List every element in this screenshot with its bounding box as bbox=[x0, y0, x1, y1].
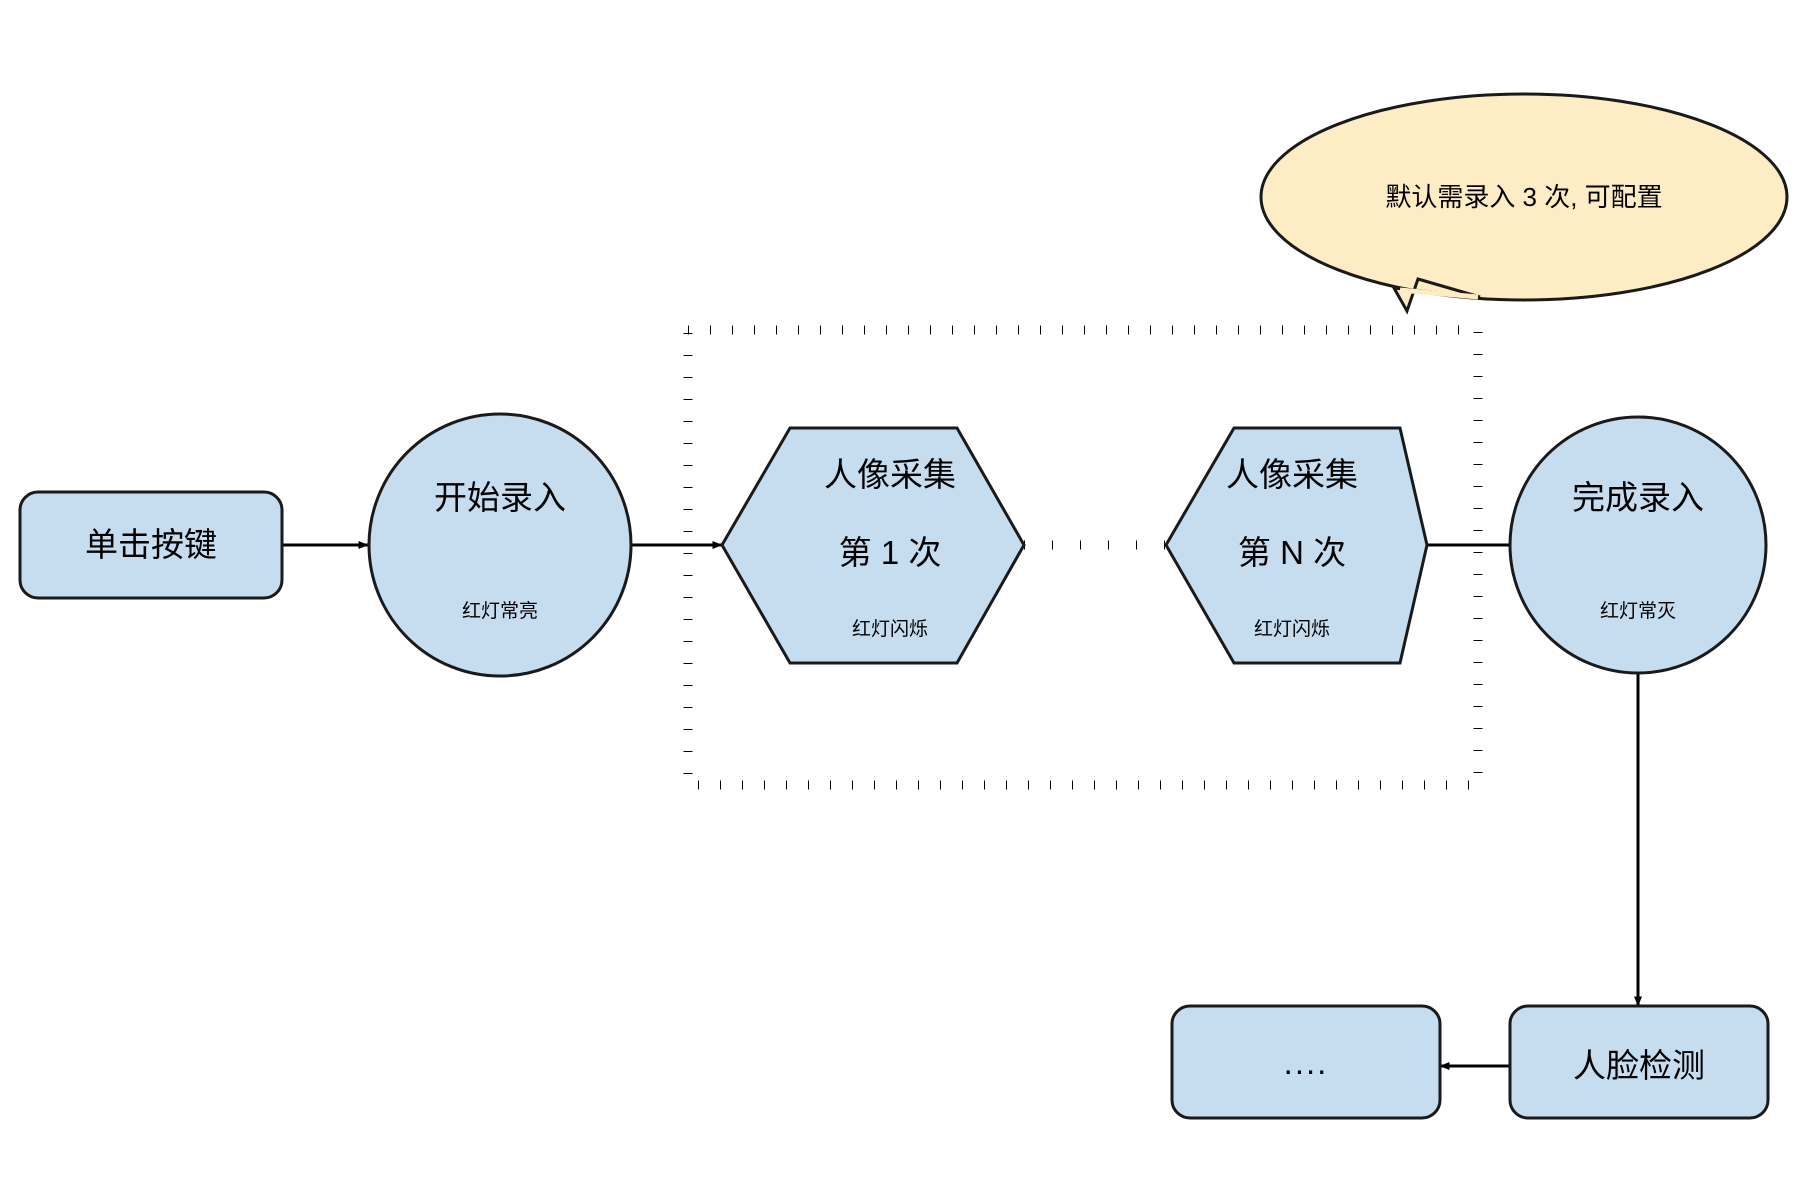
node-start-enroll[interactable] bbox=[367, 412, 633, 678]
node-click-button[interactable] bbox=[18, 490, 284, 600]
callout-repeat-note[interactable] bbox=[1259, 92, 1789, 315]
node-capture-nth[interactable] bbox=[1164, 426, 1429, 665]
node-capture-first[interactable] bbox=[720, 426, 1026, 665]
node-more-steps[interactable] bbox=[1170, 1004, 1442, 1120]
node-face-detect[interactable] bbox=[1508, 1004, 1770, 1120]
node-finish-enroll[interactable] bbox=[1508, 415, 1768, 675]
